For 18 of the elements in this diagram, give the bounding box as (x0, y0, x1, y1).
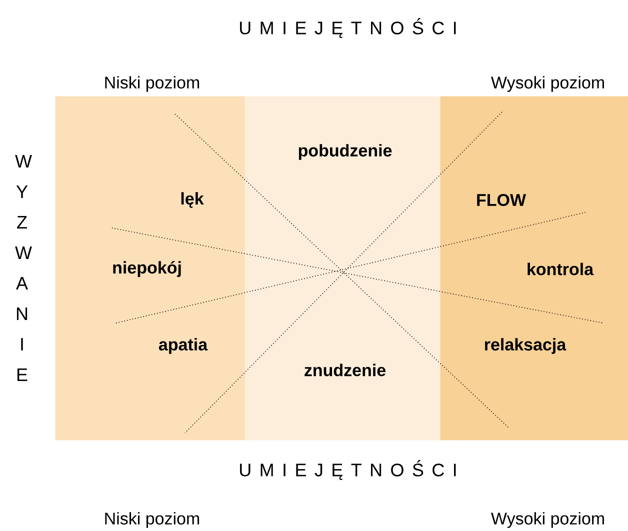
state-label: relaksacja (485, 338, 566, 354)
state-label: FLOW (477, 194, 526, 206)
level-label: Niski poziom (105, 512, 200, 528)
level-label: Wysoki poziom (491, 76, 604, 92)
band (440, 96, 628, 440)
axis-title: U M I E J Ę T N O Ś C I (240, 460, 456, 480)
state-label: lęk (181, 192, 204, 208)
axis-title: W Y Z W A N I E (15, 155, 32, 381)
level-label: Niski poziom (105, 76, 200, 92)
level-label: Wysoki poziom (491, 512, 604, 528)
state-label: niepokój (113, 261, 181, 277)
axis-title: U M I E J Ę T N O Ś C I (240, 18, 456, 38)
state-label: znudzenie (304, 364, 386, 376)
band (245, 96, 440, 440)
state-label: pobudzenie (298, 144, 392, 160)
band (55, 96, 246, 440)
state-label: apatia (158, 338, 208, 354)
state-label: kontrola (528, 262, 594, 276)
